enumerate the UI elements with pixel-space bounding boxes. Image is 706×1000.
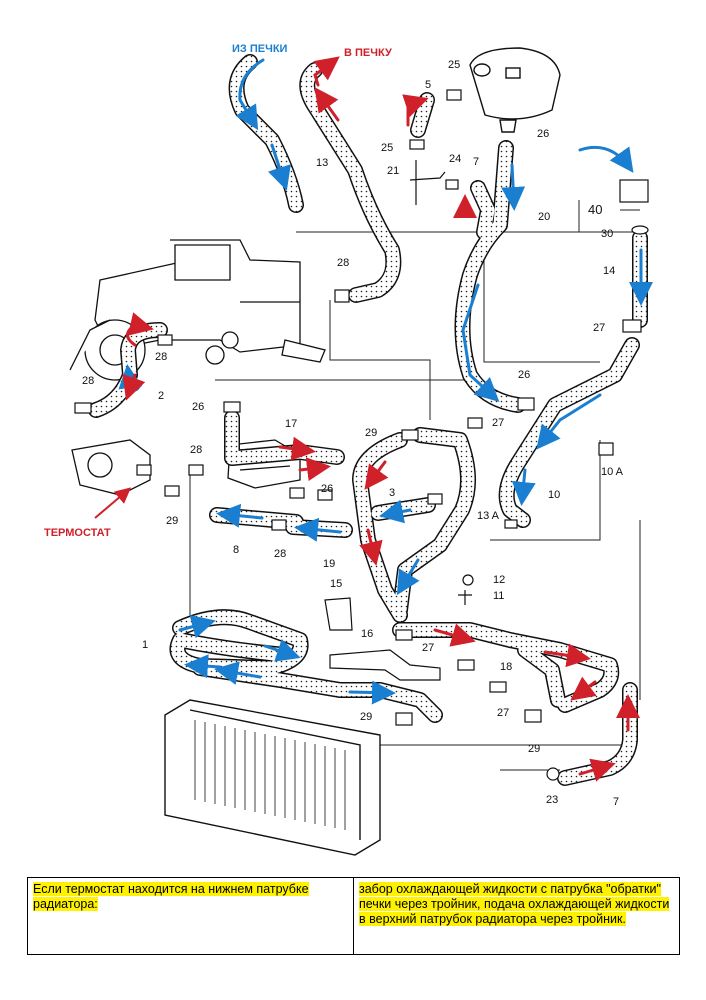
part-label: 25 (381, 142, 393, 154)
part-label: 24 (449, 153, 461, 165)
part-label: 30 (601, 228, 613, 240)
part-label: 27 (492, 417, 504, 429)
part-label: 7 (473, 156, 479, 168)
part-label: 10 A (601, 466, 624, 478)
part-label: 18 (500, 661, 512, 673)
thermostat-housing (71, 439, 151, 496)
caption-row: Если термостат находится на нижнем патру… (27, 877, 680, 955)
part-label: 28 (190, 444, 202, 456)
part-label: 10 (548, 489, 560, 501)
part-label: 25 (448, 59, 460, 71)
caption-description: забор охлаждающей жидкости с патрубка "о… (359, 882, 670, 926)
part-label: 1 (142, 639, 148, 651)
part-label: 27 (497, 707, 509, 719)
part-label: 29 (360, 711, 372, 723)
leader-lines (189, 200, 641, 771)
part-label: 20 (538, 211, 550, 223)
part-label: 8 (233, 544, 239, 556)
thermostat-pointer (94, 487, 132, 519)
caption-description-cell: забор охлаждающей жидкости с патрубка "о… (353, 877, 680, 955)
part-label: 16 (361, 628, 373, 640)
part-label: 28 (155, 351, 167, 363)
part-label: 12 (493, 574, 505, 586)
part-labels: 25 5 26 25 21 24 7 20 40 30 14 27 13 28 … (82, 59, 624, 808)
part-label: 15 (330, 578, 342, 590)
part-label: 28 (82, 375, 94, 387)
part-label: 29 (166, 515, 178, 527)
part-label: 3 (389, 487, 395, 499)
part-label: 26 (518, 369, 530, 381)
caption-condition: Если термостат находится на нижнем патру… (33, 882, 309, 911)
part-label: 13 (316, 157, 328, 169)
part-label: 26 (321, 483, 333, 495)
part-label: 11 (493, 590, 504, 602)
part-label: 17 (285, 418, 297, 430)
caption-condition-cell: Если термостат находится на нижнем патру… (27, 877, 354, 955)
engine-block (69, 239, 326, 381)
cooling-system-diagram: ИЗ ПЕЧКИ В ПЕЧКУ ТЕРМОСТАТ 25 5 26 25 21… (44, 43, 653, 856)
part-label: 26 (192, 401, 204, 413)
part-label: 2 (158, 390, 164, 402)
from-heater-label: ИЗ ПЕЧКИ (232, 43, 288, 55)
part-label: 27 (593, 322, 605, 334)
part-label: 26 (537, 128, 549, 140)
thermostat-label: ТЕРМОСТАТ (44, 527, 111, 539)
part-label: 28 (274, 548, 286, 560)
part-label: 29 (528, 743, 540, 755)
part-label: 28 (337, 257, 349, 269)
hot-flow-arrows (122, 56, 640, 782)
part-label: 7 (613, 796, 619, 808)
caption-table: Если термостат находится на нижнем патру… (27, 877, 680, 955)
part-label: 29 (365, 427, 377, 439)
expansion-tank (469, 47, 561, 133)
clamps-and-fittings (74, 89, 649, 781)
cold-flow-arrows (118, 58, 653, 705)
to-heater-label: В ПЕЧКУ (344, 47, 392, 59)
part-label: 23 (546, 794, 558, 806)
part-label: 14 (603, 265, 615, 277)
part-label: 40 (588, 202, 602, 217)
part-label: 19 (323, 558, 335, 570)
part-label: 21 (387, 165, 399, 177)
part-label: 13 A (477, 510, 500, 522)
part-label: 5 (425, 79, 431, 91)
radiator (164, 699, 381, 856)
part-label: 27 (422, 642, 434, 654)
